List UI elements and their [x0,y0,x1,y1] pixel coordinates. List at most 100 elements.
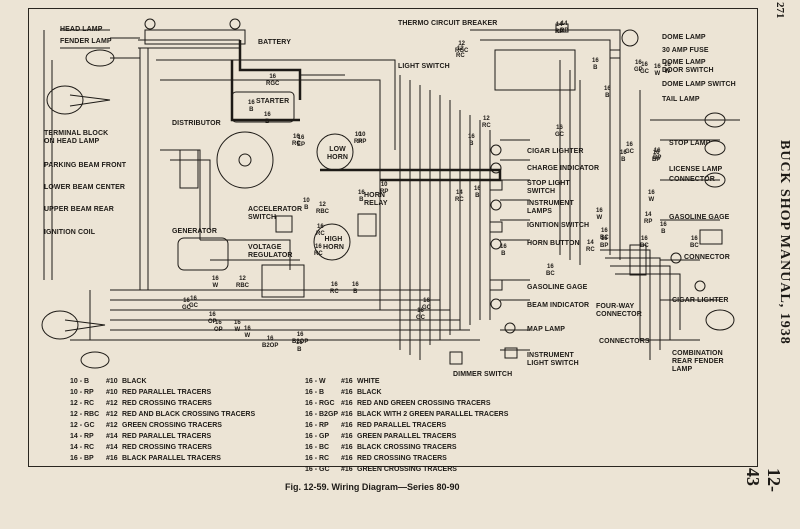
wire-code-label: 16 GC [625,142,634,155]
wire-code-label: 16 GP [634,60,643,73]
label-generator: GENERATOR [172,228,217,235]
wire-code-label: 16 RC [330,282,339,295]
wire-code-label: 16 RC [314,244,323,257]
wire-code-label: 16 W [654,64,661,77]
wire [156,59,396,150]
wire-code-label: 16 B [592,58,599,71]
wire-code-label: 16 B [358,190,365,203]
label-dimmer-switch: DIMMER SWITCH [453,371,513,378]
license-lamp-icon [704,172,726,188]
legend-gauge: #16 [341,411,353,418]
wire-code-label: 16 B [264,112,271,125]
label-gasoline-gage-rear: GASOLINE GAGE [669,214,730,221]
wire-code-label: 10 RP [358,132,367,145]
label-dome-switch: DOME LAMP DOOR SWITCH [662,59,714,74]
wire [605,257,661,350]
legend-code: 12 - GC [70,422,95,429]
beam-indicator-icon [490,298,502,310]
legend-desc: BLACK [122,378,147,385]
label-beam-indicator: BEAM INDICATOR [527,302,590,309]
wire [480,39,611,255]
label-head-lamp: HEAD LAMP [60,26,103,33]
wire-code-label: 12 RC [482,116,491,129]
label-fuse: 30 AMP FUSE [662,47,709,54]
head-lamp-rear-icon [41,310,79,340]
label-high-horn: HIGH HORN [323,236,345,251]
wire-code-label: 16 B [604,86,611,99]
wire [660,139,720,301]
legend-gauge: #12 [106,411,118,418]
label-distributor: DISTRIBUTOR [172,120,221,127]
legend-gauge: #16 [341,422,353,429]
wire-code-label: 16 B [352,282,359,295]
legend-desc: RED PARALLEL TRACERS [122,433,212,440]
wire-code-label: 14 RP [644,212,653,225]
wire-code-label: 14 RC [455,190,464,203]
label-horn-button: HORN BUTTON [527,240,580,247]
label-gasoline-gage: GASOLINE GAGE [527,284,588,291]
legend-code: 16 - B [305,389,325,396]
accelerator-switch-icon [275,215,293,233]
wire-code-label: 16 OP [214,320,223,333]
distributor-icon [216,131,274,189]
wire-code-label: 16 B [468,134,475,147]
generator-icon [177,237,229,271]
wire-code-label: 16 BP [653,148,662,161]
battery-positive-icon [229,18,241,30]
horn-cable [320,168,502,182]
label-dome-lamp-switch: DOME LAMP SWITCH [662,81,736,88]
legend-code: 12 - RC [70,400,95,407]
dome-lamp-icon [621,29,639,47]
legend-desc: BLACK [357,389,382,396]
label-map-lamp: MAP LAMP [527,326,566,333]
legend-code: 16 - RP [305,422,329,429]
label-terminal-block: TERMINAL BLOCK ON HEAD LAMP [44,130,109,145]
wire-code-label: 16 W [648,190,655,203]
fender-lamp-rear-icon [80,351,110,369]
head-lamp-front-icon [46,85,84,115]
tail-lamp-icon [704,112,726,128]
wire-code-label: 16 B2OP [292,332,309,345]
legend-code: 16 - GC [305,466,330,473]
wire-code-label: 16 W [244,326,251,339]
wire-code-label: 16 GC [555,125,564,138]
legend-gauge: #14 [106,444,118,451]
wire-code-label: 16 RGC [266,74,280,87]
starter-icon [231,91,295,123]
wire-code-label: 16 RC [316,224,325,237]
label-instrument-lamps: INSTRUMENT LAMPS [527,200,574,215]
charge-indicator-icon [490,162,502,174]
cigar-lighter-rear-icon [694,280,706,292]
legend-gauge: #16 [106,455,118,462]
label-accelerator-switch: ACCELERATOR SWITCH [248,206,303,221]
wire-code-label: 16 RC [292,134,301,147]
wire-code-label: 12 RBC [316,202,329,215]
head-lamp-rear-beam-icon [64,319,106,332]
label-lower-beam: LOWER BEAM CENTER [44,184,126,191]
gasoline-gage-icon [489,279,503,291]
wire-code-label: 12 RC [456,46,465,59]
legend-desc: RED CROSSING TRACERS [122,444,212,451]
legend-desc: BLACK CROSSING TRACERS [357,444,457,451]
legend-gauge: #16 [341,455,353,462]
four-way-connector-icon [629,244,647,276]
label-cigar-lighter: CIGAR LIGHTER [527,148,584,155]
wire-code-label: 16 GC [189,296,198,309]
wire-code-label: 16 OP [208,312,217,325]
fender-lamp-icon [85,49,115,67]
legend-gauge: #14 [106,433,118,440]
wire-code-label: 16 B [248,100,255,113]
ignition-switch-icon [489,221,503,233]
wire [615,273,681,330]
legend-code: 16 - GP [305,433,330,440]
gasoline-gage-rear-icon [699,229,723,245]
legend-desc: RED PARALLEL TRACERS [122,389,212,396]
connector-icon [670,252,682,264]
legend-code: 16 - BP [70,455,94,462]
wire [110,37,140,59]
label-voltage-regulator: VOLTAGE REGULATOR [248,244,293,259]
wire-code-label: 16 BP [652,150,661,163]
horn-relay-icon [357,213,377,237]
legend-gauge: #10 [106,378,118,385]
